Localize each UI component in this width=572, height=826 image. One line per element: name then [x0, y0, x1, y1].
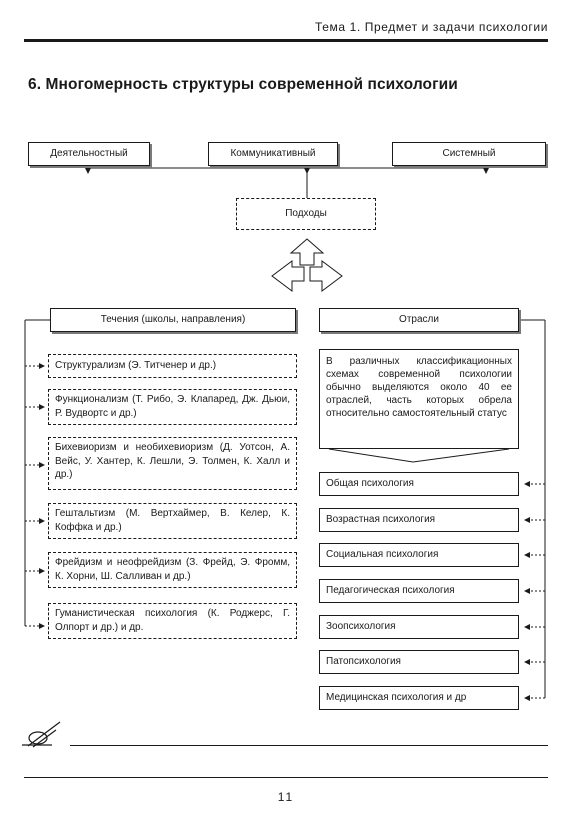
note-pointer: [328, 448, 510, 463]
branch-zoopsychology: Зоопсихология: [319, 615, 519, 639]
currents-heading: Течения (школы, направления): [50, 308, 296, 332]
page-title: 6. Многомерность структуры современной п…: [28, 76, 458, 93]
branch-pedagogical: Педагогическая психология: [319, 579, 519, 603]
approach-systemic: Системный: [392, 142, 546, 166]
branch-medical: Медицинская психология и др: [319, 686, 519, 710]
approach-communicative: Коммуникативный: [208, 142, 338, 166]
header-rule: [24, 39, 548, 42]
branches-note: В различных классификационных схемах сов…: [319, 349, 519, 449]
three-way-arrow-icon: [271, 238, 343, 292]
pen-note-icon: [22, 721, 61, 748]
current-structuralism: Структурализм (Э. Титченер и др.): [48, 354, 297, 378]
footer-rule: [24, 777, 548, 778]
current-humanistic: Гуманистическая психология (К. Роджерс, …: [48, 603, 297, 639]
branch-pathopsychology: Патопсихология: [319, 650, 519, 674]
current-functionalism: Функционализм (Т. Рибо, Э. Клапаред, Дж.…: [48, 389, 297, 425]
current-freudism: Фрейдизм и неофрейдизм (З. Фрейд, Э. Фро…: [48, 552, 297, 588]
current-gestaltism: Гештальтизм (М. Вертхаймер, В. Келер, К.…: [48, 503, 297, 539]
approach-activity: Деятельностный: [28, 142, 150, 166]
notes-line: [70, 745, 548, 746]
branches-heading: Отрасли: [319, 308, 519, 332]
running-header: Тема 1. Предмет и задачи психологии: [315, 20, 548, 34]
branch-general: Общая психология: [319, 472, 519, 496]
page-number: 11: [277, 790, 295, 804]
approaches-hub: Подходы: [236, 198, 376, 230]
branch-developmental: Возрастная психология: [319, 508, 519, 532]
current-behaviorism: Бихевиоризм и необихевиоризм (Д. Уотсон,…: [48, 437, 297, 490]
branch-social: Социальная психология: [319, 543, 519, 567]
